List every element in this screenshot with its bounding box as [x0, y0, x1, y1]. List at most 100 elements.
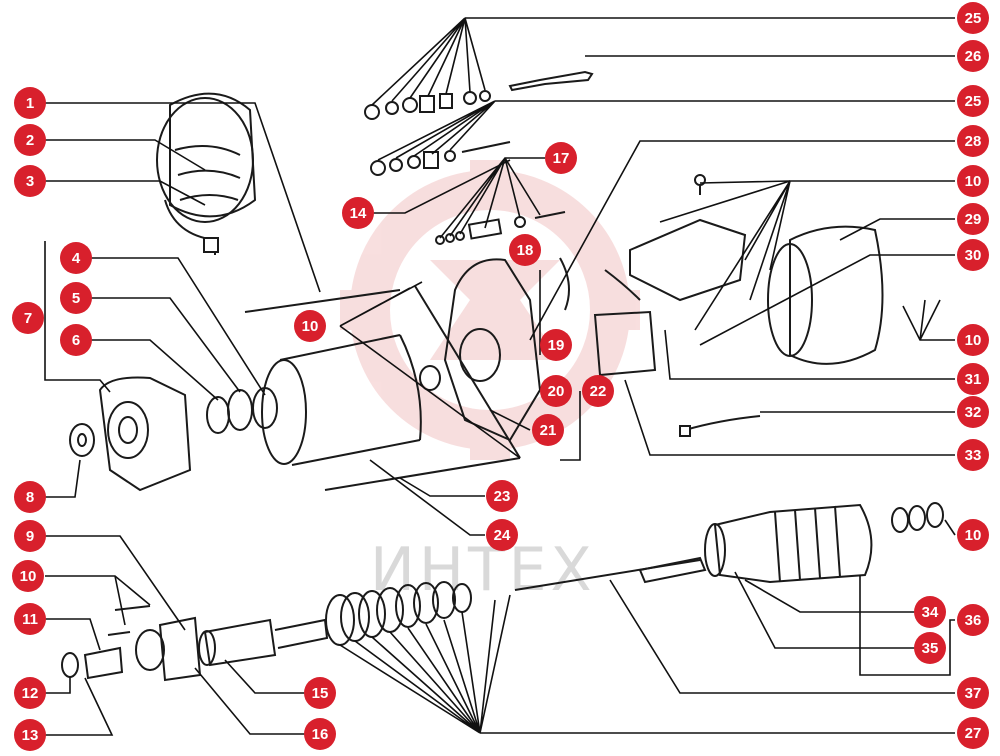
callout-badge-circle: [957, 239, 989, 271]
callout-number: 28: [965, 133, 982, 150]
callout-number: 36: [965, 612, 982, 629]
nut-row-lower: [370, 141, 511, 176]
callout-5: 5: [60, 282, 92, 314]
callout-36: 36: [957, 604, 989, 636]
callout-6: 6: [60, 324, 92, 356]
callout-number: 7: [24, 310, 32, 327]
callout-badge-circle: [957, 717, 989, 749]
callout-number: 1: [26, 95, 34, 112]
callout-34: 34: [914, 596, 946, 628]
callout-badge-circle: [60, 282, 92, 314]
callout-number: 16: [312, 726, 329, 743]
callout-number: 22: [590, 383, 607, 400]
callout-badge-circle: [540, 375, 572, 407]
callout-33: 33: [957, 439, 989, 471]
callout-7: 7: [12, 302, 44, 334]
callout-11: 11: [14, 603, 46, 635]
callout-number: 21: [540, 422, 557, 439]
callout-number: 26: [965, 48, 982, 65]
callout-4: 4: [60, 242, 92, 274]
callout-badge-circle: [545, 142, 577, 174]
callout-number: 20: [548, 383, 565, 400]
callout-35: 35: [914, 632, 946, 664]
callout-badge-circle: [914, 596, 946, 628]
callout-number: 27: [965, 725, 982, 742]
callout-badge-circle: [957, 396, 989, 428]
callout-8: 8: [14, 481, 46, 513]
callout-number: 14: [350, 205, 367, 222]
callout-30: 30: [957, 239, 989, 271]
callout-14: 14: [342, 197, 374, 229]
callout-number: 34: [922, 604, 939, 621]
callout-22: 22: [582, 375, 614, 407]
callout-badge-circle: [60, 242, 92, 274]
callout-number: 23: [494, 488, 511, 505]
parts-artwork: [61, 70, 944, 682]
field-coil-assembly: [156, 92, 257, 255]
callout-number: 29: [965, 211, 982, 228]
callout-3: 3: [14, 165, 46, 197]
watermark-logo: [340, 160, 640, 460]
callout-13: 13: [14, 719, 46, 751]
callout-number: 10: [965, 173, 982, 190]
callout-number: 11: [22, 611, 38, 628]
callout-24: 24: [486, 519, 518, 551]
watermark-text-group: ИНТЕХ: [370, 535, 592, 605]
callout-badge-circle: [957, 519, 989, 551]
callout-badge-circle: [540, 329, 572, 361]
callout-badge-circle: [14, 124, 46, 156]
callout-number: 8: [26, 489, 34, 506]
callout-32: 32: [957, 396, 989, 428]
callout-badge-circle: [14, 165, 46, 197]
callout-9: 9: [14, 520, 46, 552]
callout-number: 32: [965, 404, 982, 421]
callout-2: 2: [14, 124, 46, 156]
callout-17: 17: [545, 142, 577, 174]
callout-badge-circle: [914, 632, 946, 664]
callout-badge-circle: [12, 302, 44, 334]
callout-number: 10: [20, 568, 37, 585]
callout-number: 10: [302, 318, 319, 335]
callout-badge-circle: [486, 519, 518, 551]
callout-number: 30: [965, 247, 982, 264]
callout-badge-circle: [957, 165, 989, 197]
callout-23: 23: [486, 480, 518, 512]
callout-badge-circle: [304, 677, 336, 709]
callout-badge-circle: [12, 560, 44, 592]
callout-19: 19: [540, 329, 572, 361]
callout-badge-circle: [957, 604, 989, 636]
callout-number: 6: [72, 332, 80, 349]
callout-10: 10: [957, 519, 989, 551]
callout-number: 2: [26, 132, 34, 149]
callout-37: 37: [957, 677, 989, 709]
callout-10: 10: [12, 560, 44, 592]
callout-badge-circle: [509, 234, 541, 266]
callout-25: 25: [957, 85, 989, 117]
callout-badge-circle: [342, 197, 374, 229]
callout-badge-circle: [957, 2, 989, 34]
callout-10: 10: [957, 165, 989, 197]
callout-badge-circle: [14, 719, 46, 751]
callout-number: 3: [26, 173, 34, 190]
callout-28: 28: [957, 125, 989, 157]
callout-badge-circle: [957, 324, 989, 356]
callout-badge-circle: [14, 603, 46, 635]
callout-10: 10: [957, 324, 989, 356]
callout-number: 4: [72, 250, 81, 267]
callout-number: 10: [965, 332, 982, 349]
callout-badge-circle: [60, 324, 92, 356]
callout-10: 10: [294, 310, 326, 342]
callout-badge-circle: [582, 375, 614, 407]
callout-number: 25: [965, 93, 982, 110]
callout-number: 9: [26, 528, 34, 545]
callout-number: 18: [517, 242, 534, 259]
callout-number: 33: [965, 447, 982, 464]
leader-lines: [44, 17, 956, 736]
callout-badge-circle: [957, 203, 989, 235]
callout-badge-circle: [14, 677, 46, 709]
callout-number: 19: [548, 337, 565, 354]
callout-badge-circle: [957, 85, 989, 117]
